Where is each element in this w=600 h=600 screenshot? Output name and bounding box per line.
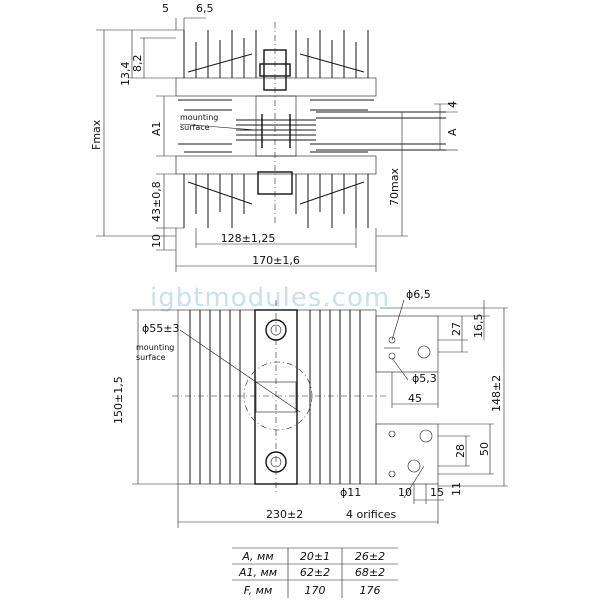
dim-6-5: 6,5	[196, 2, 214, 15]
table-row-2-label: A1, мм	[238, 566, 277, 579]
dim-d55: ϕ55±3	[142, 322, 179, 335]
table-row-1-col-2: 26±2	[355, 550, 385, 563]
dim-148: 148±2	[490, 375, 503, 412]
dim-43: 43±0,8	[150, 181, 163, 222]
mounting-surface-top-2: surface	[180, 123, 210, 132]
dim-d11: ϕ11	[340, 486, 361, 499]
table-row-1-label: A, мм	[241, 550, 273, 563]
table-row-2-col-1: 62±2	[300, 566, 330, 579]
dim-50: 50	[478, 442, 491, 456]
mounting-surface-bottom-2: surface	[136, 353, 166, 362]
dim-8-2: 8,2	[131, 55, 144, 73]
table-row-3-label: F, мм	[244, 584, 273, 597]
heatsink-body	[177, 309, 377, 485]
terminal-plates	[316, 111, 446, 151]
upper-fins	[183, 30, 369, 78]
dim-10-top: 10	[150, 234, 163, 248]
dim-15: 15	[430, 486, 444, 499]
dim-230: 230±2	[266, 508, 303, 521]
dim-fmax: Fmax	[90, 119, 103, 150]
central-block	[255, 95, 297, 157]
fin-lines	[189, 310, 361, 484]
dim-13-4: 13,4	[119, 62, 132, 87]
table-row-3-col-1: 170	[305, 584, 326, 597]
dim-10-bottom: 10	[398, 486, 412, 499]
dim-a1: A1	[150, 121, 163, 136]
dim-150: 150±1,5	[112, 376, 125, 424]
top-view: 5 6,5 13,4 8,2 Fmax A1 43±0,8 10 4 A 70m…	[90, 2, 459, 272]
disc-stack	[236, 114, 316, 148]
dim-45: 45	[408, 392, 422, 405]
dim-28: 28	[454, 444, 467, 458]
dimension-table: A, мм 20±1 26±2 A1, мм 62±2 68±2 F, мм 1…	[232, 547, 398, 598]
dim-4: 4	[446, 101, 459, 108]
dim-d5-3: ϕ5,3	[412, 372, 437, 385]
mounting-surface-bottom-1: mounting	[136, 343, 174, 352]
bottom-view: ϕ6,5 ϕ55±3 mounting surface 27 16,5 ϕ5,3…	[112, 288, 508, 528]
table-row-1-col-1: 20±1	[300, 550, 330, 563]
dim-16-5: 16,5	[472, 314, 485, 339]
dim-11: 11	[450, 482, 463, 496]
table-row-3-col-2: 176	[360, 584, 381, 597]
dim-d6-5: ϕ6,5	[406, 288, 431, 301]
upper-base-plate	[175, 77, 377, 97]
dim-27: 27	[450, 322, 463, 336]
lower-terminal-tab	[375, 423, 439, 485]
dim-128: 128±1,25	[221, 232, 276, 245]
dim-a: A	[446, 128, 459, 136]
mounting-surface-top-1: mounting	[180, 113, 218, 122]
dim-170: 170±1,6	[252, 254, 300, 267]
lower-fins	[183, 174, 369, 228]
orifices-label: 4 orifices	[346, 508, 397, 521]
table-row-2-col-2: 68±2	[355, 566, 385, 579]
upper-terminal-tab	[375, 315, 439, 373]
watermark: igbtmodules.com	[150, 283, 390, 313]
dim-5: 5	[162, 2, 169, 15]
dim-70max: 70max	[388, 168, 401, 206]
